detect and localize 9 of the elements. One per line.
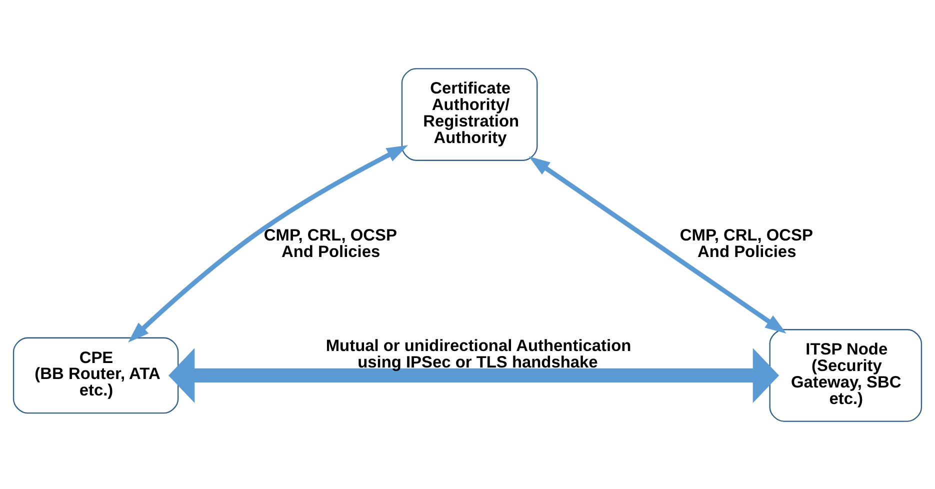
edge-label: Mutual or unidirectional Authentication using IPSec or TLS handshake bbox=[326, 336, 632, 371]
node-box: ITSP Node (Security Gateway, SBC etc.) bbox=[769, 328, 922, 422]
arrow bbox=[168, 347, 780, 402]
edge-label: CMP, CRL, OCSP And Policies bbox=[680, 226, 813, 260]
edge-label: CMP, CRL, OCSP And Policies bbox=[264, 226, 397, 260]
arrow bbox=[128, 144, 408, 342]
node-box: CPE (BB Router, ATA etc.) bbox=[12, 336, 179, 414]
arrow bbox=[528, 156, 786, 333]
node-box: Certificate Authority/ Registration Authority bbox=[401, 68, 538, 160]
